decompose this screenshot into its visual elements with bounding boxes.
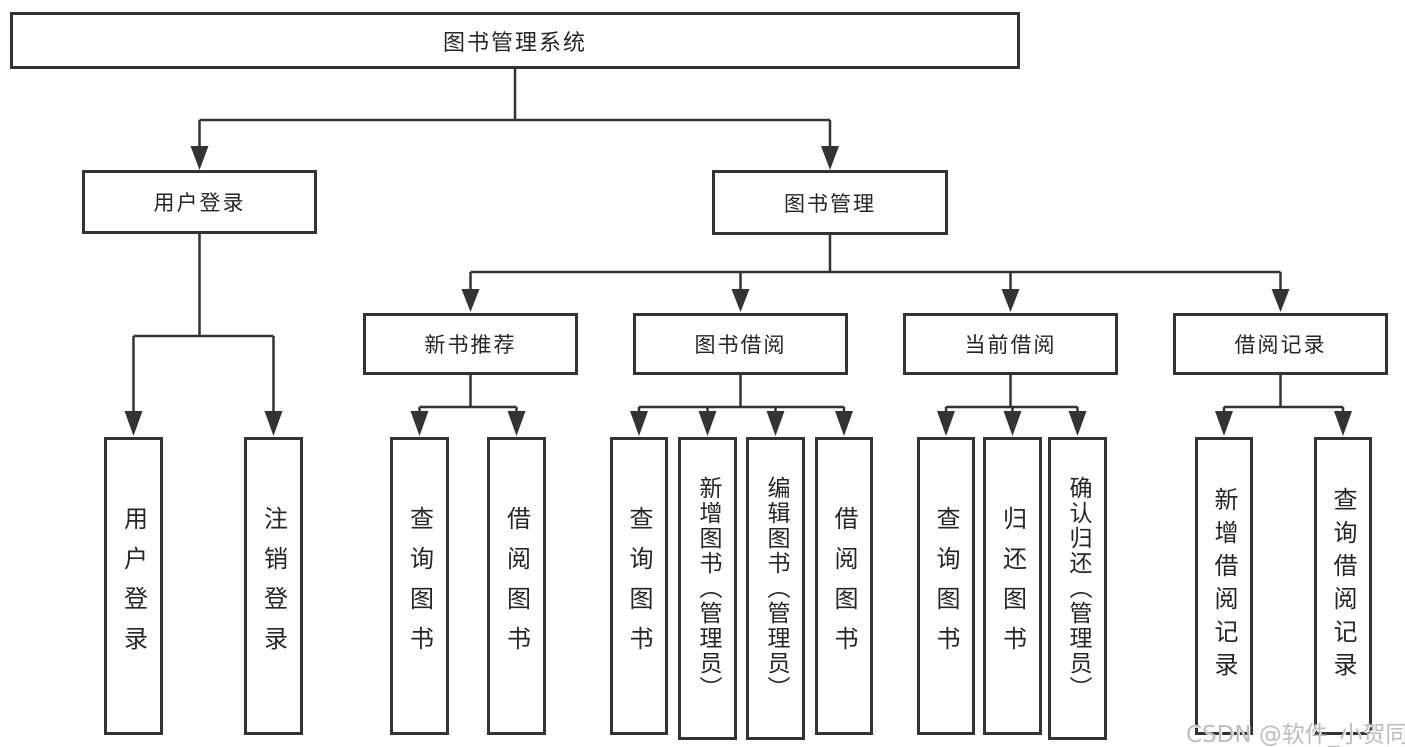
node-label: 新书推荐	[424, 333, 517, 357]
node-label: 查询图书	[625, 506, 653, 666]
leaf-query-borrowing-record: 查询借阅记录	[1314, 437, 1372, 735]
node-library-management-system: 图书管理系统	[10, 12, 1020, 69]
node-label: 注销登录	[259, 506, 288, 666]
leaf-confirm-return-admin: 确认归还（管理员）	[1048, 437, 1107, 740]
leaf-return-books: 归还图书	[983, 437, 1042, 735]
node-label: 查询借阅记录	[1329, 487, 1357, 685]
node-label: 新增借阅记录	[1210, 487, 1238, 685]
leaf-borrow-books-recommend: 借阅图书	[487, 437, 546, 735]
node-user-login-branch: 用户登录	[82, 170, 317, 234]
leaf-add-borrowing-record: 新增借阅记录	[1195, 437, 1253, 735]
node-new-book-recommendation: 新书推荐	[363, 313, 578, 375]
csdn-watermark: CSDN @软件_小贺同学	[1186, 722, 1405, 747]
leaf-user-login: 用户登录	[104, 437, 163, 735]
node-current-borrowing: 当前借阅	[903, 313, 1118, 375]
leaf-query-books-current: 查询图书	[917, 437, 975, 735]
node-label: 借阅图书	[502, 506, 531, 666]
node-label: 当前借阅	[964, 333, 1057, 357]
node-label: 用户登录	[153, 191, 246, 215]
node-book-management-branch: 图书管理	[712, 170, 948, 235]
node-label: 新增图书（管理员）	[695, 476, 721, 701]
arrowheads	[124, 146, 1352, 436]
leaf-add-books-admin: 新增图书（管理员）	[678, 437, 737, 740]
node-label: 借阅图书	[830, 506, 858, 666]
node-label: 查询图书	[405, 506, 434, 666]
node-label: 图书借阅	[694, 333, 787, 357]
node-label: 确认归还（管理员）	[1065, 476, 1091, 701]
node-book-borrowing: 图书借阅	[633, 313, 848, 375]
node-borrowing-records: 借阅记录	[1173, 313, 1388, 375]
leaf-borrow-books: 借阅图书	[815, 437, 873, 735]
node-label: 图书管理系统	[442, 30, 587, 56]
node-label: 借阅记录	[1234, 333, 1327, 357]
node-label: 查询图书	[932, 506, 960, 666]
leaf-query-books-recommend: 查询图书	[390, 437, 449, 735]
node-label: 归还图书	[998, 506, 1027, 666]
node-label: 图书管理	[784, 191, 876, 216]
node-label: 用户登录	[119, 506, 148, 666]
leaf-logout: 注销登录	[244, 437, 303, 735]
leaf-query-books-borrowing: 查询图书	[610, 437, 668, 735]
node-label: 编辑图书（管理员）	[763, 476, 789, 701]
leaf-edit-books-admin: 编辑图书（管理员）	[746, 437, 805, 740]
